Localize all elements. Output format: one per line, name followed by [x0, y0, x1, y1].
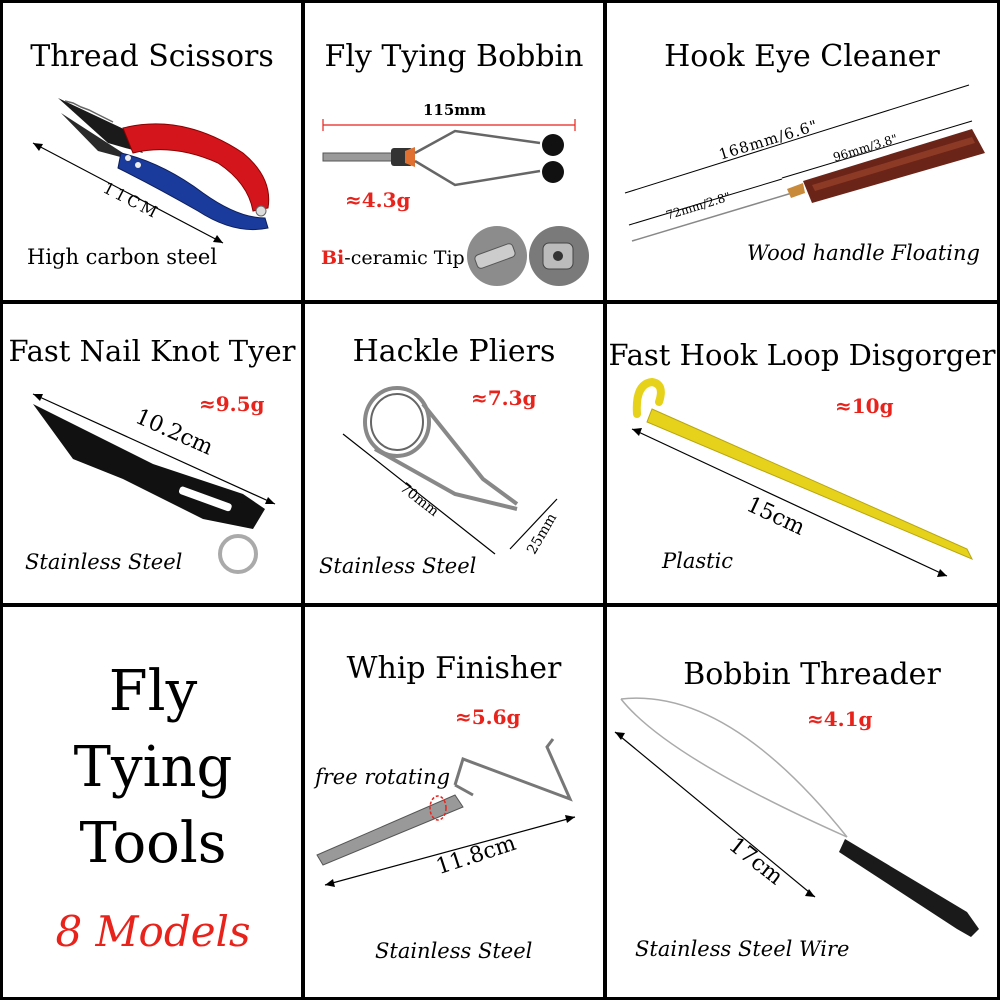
whip-weight: ≈5.6g [455, 705, 521, 729]
grid-divider-h1 [0, 300, 1000, 304]
threader-title: Bobbin Threader [683, 657, 941, 692]
hook-eye-image [624, 84, 985, 242]
cell-thread-scissors: Thread Scissors 11CM High carbon steel [3, 3, 301, 300]
cell-hackle-pliers: Hackle Pliers ≈7.3g 70mm 25mm Stainless … [305, 304, 603, 603]
thread-scissors-image [32, 98, 270, 244]
nail-knot-image [32, 393, 276, 574]
heading-line-tying: Tying [73, 735, 233, 800]
cell-hook-loop-disgorger: Fast Hook Loop Disgorger ≈10g 15cm Plast… [607, 304, 997, 603]
cell-heading: Fly Tying Tools 8 Models [3, 607, 301, 997]
heading-line-fly: Fly [108, 659, 198, 724]
bobbin-image [322, 119, 576, 187]
nail-knot-weight: ≈9.5g [199, 392, 265, 416]
grid-divider-v1 [301, 0, 305, 1000]
cell-nail-knot-tyer: Fast Nail Knot Tyer ≈9.5g 10.2cm Stainle… [3, 304, 301, 603]
threader-image [614, 697, 979, 937]
nail-knot-material: Stainless Steel [25, 550, 183, 574]
cell-hook-eye-cleaner: Hook Eye Cleaner 168mm/6.6" 96mm/3.8" 72… [607, 3, 997, 300]
bobbin-tip-bi: Bi [321, 247, 345, 269]
thread-scissors-material: High carbon steel [27, 245, 218, 269]
bobbin-tip-photos [467, 226, 589, 286]
bobbin-title: Fly Tying Bobbin [324, 39, 584, 74]
thread-scissors-title: Thread Scissors [30, 39, 274, 74]
threader-weight: ≈4.1g [807, 707, 873, 731]
cell-whip-finisher: Whip Finisher ≈5.6g free rotating 11.8cm… [305, 607, 603, 997]
hackle-material: Stainless Steel [319, 554, 477, 578]
heading-line-tools: Tools [79, 811, 227, 876]
disgorger-weight: ≈10g [835, 394, 894, 418]
nail-knot-title: Fast Nail Knot Tyer [8, 334, 296, 368]
whip-note: free rotating [315, 765, 451, 789]
heading-models: 8 Models [55, 907, 251, 956]
hook-eye-title: Hook Eye Cleaner [664, 39, 940, 74]
grid-divider-h2 [0, 603, 1000, 607]
hackle-title: Hackle Pliers [352, 334, 556, 369]
hackle-weight: ≈7.3g [471, 386, 537, 410]
threader-material: Stainless Steel Wire [635, 937, 850, 961]
disgorger-material: Plastic [662, 549, 734, 573]
whip-material: Stainless Steel [375, 939, 533, 963]
whip-title: Whip Finisher [346, 651, 562, 686]
bobbin-weight: ≈4.3g [345, 188, 411, 212]
grid-divider-v2 [603, 0, 607, 1000]
bobbin-dimension: 115mm [423, 101, 487, 119]
bobbin-tip-rest: -ceramic Tip [344, 247, 465, 269]
bobbin-tip-label: Bi-ceramic Tip [321, 247, 465, 269]
cell-fly-tying-bobbin: Fly Tying Bobbin 115mm ≈4.3g Bi-ceramic … [305, 3, 603, 300]
disgorger-title: Fast Hook Loop Disgorger [608, 338, 996, 372]
whip-image [316, 738, 576, 887]
hook-eye-material: Wood handle Floating [747, 241, 980, 265]
cell-bobbin-threader: Bobbin Threader ≈4.1g 17cm Stainless Ste… [607, 607, 997, 997]
disgorger-image [631, 377, 974, 577]
hackle-image [342, 386, 558, 555]
